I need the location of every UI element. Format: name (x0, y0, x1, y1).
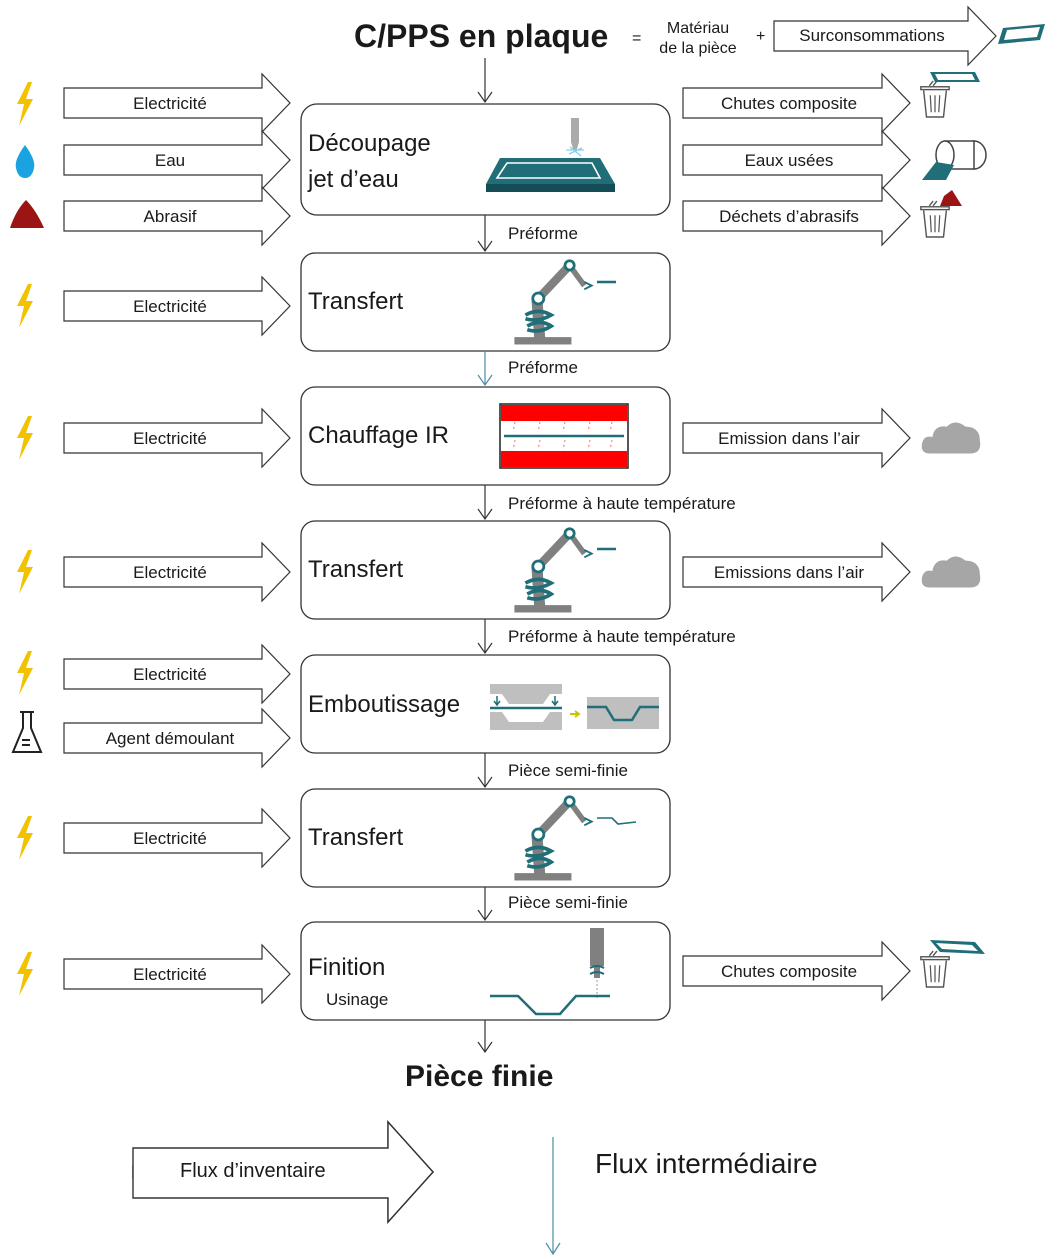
input-label: Electricité (133, 563, 207, 582)
step-label-decoupage-line2: jet d’eau (308, 166, 399, 193)
flow-label: Pièce semi-finie (508, 893, 628, 912)
intermediate-flow-arrows (477, 58, 561, 1256)
step-label-finition: Finition (308, 954, 386, 981)
step-label-transfert-1: Transfert (308, 288, 404, 315)
output-label: Eaux usées (744, 151, 834, 170)
step-label-transfert-3: Transfert (308, 824, 404, 851)
flow-label: Préforme (508, 224, 578, 243)
stamping-pictogram (490, 684, 659, 730)
page-title: C/PPS en plaque (354, 18, 609, 54)
flow-label: Préforme (508, 358, 578, 377)
machining-pictogram (490, 928, 610, 1016)
input-label: Electricité (133, 965, 207, 984)
input-label: Electricité (133, 665, 207, 684)
material-label-line1: Matériau (666, 20, 730, 37)
trash-bin-icon (920, 80, 950, 118)
input-label: Abrasif (143, 207, 197, 226)
output-label: Emissions dans l’air (713, 563, 865, 582)
flow-label: Préforme à haute température (508, 494, 736, 513)
overconsumption-label: Surconsommations (799, 26, 945, 45)
material-label-line2: de la pièce (659, 40, 737, 57)
wastewater-pipe-icon (922, 140, 987, 180)
output-arrows (132, 5, 997, 1224)
ir-heater-pictogram (499, 403, 629, 469)
input-label: Agent démoulant (105, 729, 235, 748)
input-label: Eau (154, 151, 186, 170)
input-label: Electricité (133, 94, 207, 113)
abrasive-pile-icon (10, 200, 44, 228)
lightning-icon (17, 82, 33, 126)
flask-icon (11, 711, 43, 753)
cloud-icon (921, 422, 981, 454)
input-label: Electricité (133, 829, 207, 848)
water-drop-icon (15, 145, 35, 178)
equals-sign: = (632, 30, 642, 47)
legend-inventory-label: Flux d’inventaire (180, 1160, 326, 1182)
step-label-chauffage: Chauffage IR (308, 422, 449, 449)
input-arrows (63, 72, 291, 1005)
flow-label: Pièce semi-finie (508, 761, 628, 780)
input-label: Electricité (133, 297, 207, 316)
output-label: Déchets d’abrasifs (719, 207, 859, 226)
step-label-decoupage-line1: Découpage (308, 130, 431, 157)
legend-inventory-arrow (132, 1120, 434, 1224)
legend-intermediate-label: Flux intermédiaire (595, 1148, 818, 1179)
output-label: Chutes composite (720, 94, 858, 113)
flow-label: Préforme à haute température (508, 627, 736, 646)
plus-sign: + (756, 28, 766, 45)
output-label: Emission dans l’air (718, 429, 860, 448)
step-sublabel-usinage: Usinage (326, 990, 389, 1009)
final-product-label: Pièce finie (405, 1060, 554, 1093)
step-label-emboutissage: Emboutissage (308, 691, 461, 718)
input-label: Electricité (133, 429, 207, 448)
output-label: Chutes composite (720, 962, 858, 981)
waterjet-pictogram (486, 118, 615, 192)
step-label-transfert-2: Transfert (308, 556, 404, 583)
